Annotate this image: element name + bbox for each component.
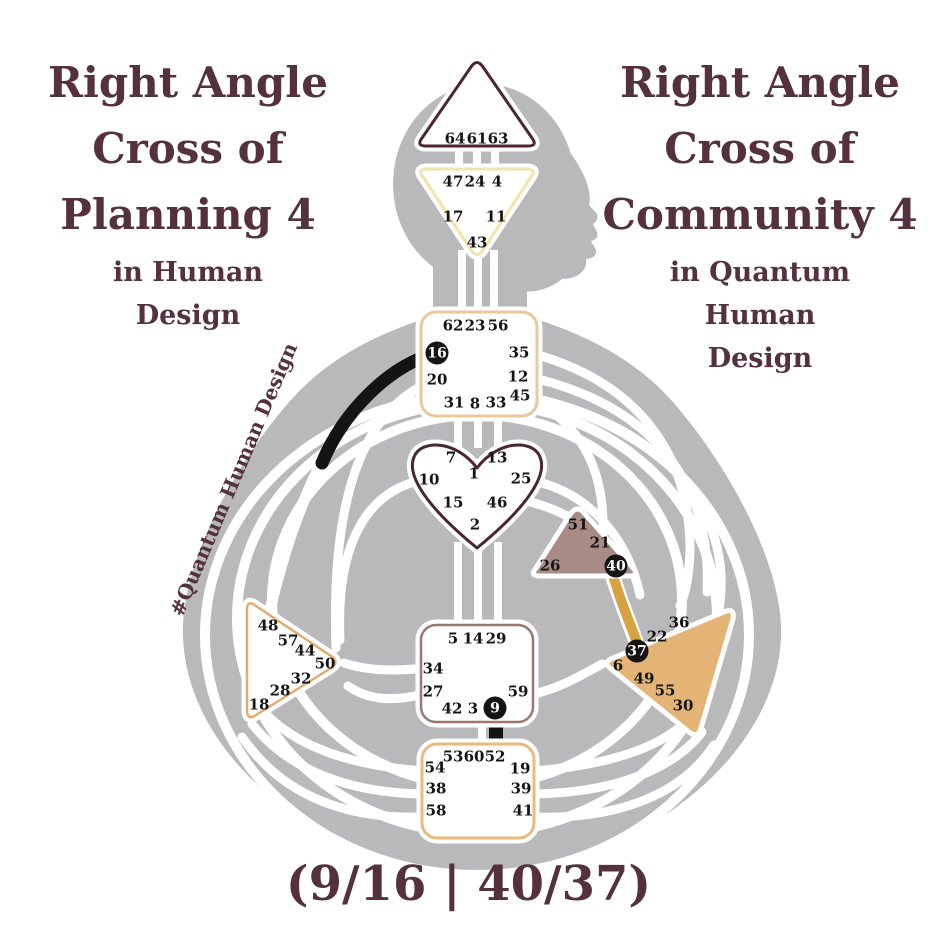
gate-64: 64 (444, 129, 466, 148)
gate-28: 28 (269, 681, 291, 700)
gate-24: 24 (464, 172, 486, 191)
gate-13: 13 (486, 448, 508, 467)
gate-46: 46 (486, 493, 508, 512)
gate-42: 42 (441, 699, 463, 718)
gate-25: 25 (510, 469, 532, 488)
gate-41: 41 (512, 801, 534, 820)
gate-34: 34 (422, 659, 444, 678)
spleen-center-shape (245, 602, 337, 719)
gate-4: 4 (491, 172, 503, 191)
gate-11: 11 (485, 207, 507, 226)
gate-21: 21 (589, 533, 611, 552)
gate-36: 36 (668, 613, 690, 632)
channel-9-52-stub (489, 726, 503, 741)
gate-57: 57 (277, 631, 299, 650)
gate-59: 59 (507, 682, 529, 701)
gate-20: 20 (426, 370, 448, 389)
gate-23: 23 (464, 316, 486, 335)
gate-44: 44 (294, 641, 316, 660)
gate-6: 6 (612, 656, 624, 675)
gate-16: 16 (425, 341, 449, 365)
gate-33: 33 (485, 393, 507, 412)
gate-62: 62 (442, 316, 464, 335)
gate-55: 55 (654, 681, 676, 700)
gate-2: 2 (469, 515, 481, 534)
gate-12: 12 (507, 367, 529, 386)
channel-16-48-black (315, 349, 433, 470)
solar-plexus-center-shape (604, 608, 736, 738)
left-title: Right Angle Cross of Planning 4 in Human… (20, 50, 356, 334)
gate-29: 29 (485, 629, 507, 648)
gate-43: 43 (466, 233, 488, 252)
g-center-shape (410, 443, 544, 550)
gate-17: 17 (442, 207, 464, 226)
gate-3: 3 (467, 699, 479, 718)
bottom-profile-label: (9/16 | 40/37) (285, 856, 652, 912)
gate-31: 31 (443, 393, 465, 412)
left-title-line1: Right Angle (48, 58, 328, 107)
gate-58: 58 (425, 801, 447, 820)
gate-19: 19 (509, 759, 531, 778)
gate-10: 10 (418, 470, 440, 489)
gate-14: 14 (462, 629, 484, 648)
gate-22: 22 (646, 627, 668, 646)
gate-47: 47 (442, 172, 464, 191)
face-profile (518, 140, 598, 292)
left-title-line2: Cross of (92, 124, 284, 173)
right-subtitle-line3: Design (707, 343, 813, 374)
root-center-shape (420, 742, 536, 840)
gate-5: 5 (447, 629, 459, 648)
right-subtitle-line1: in Quantum (669, 257, 851, 288)
gate-1: 1 (468, 464, 480, 483)
gate-7: 7 (445, 448, 457, 467)
gate-49: 49 (633, 669, 655, 688)
gate-27: 27 (422, 682, 444, 701)
gate-37: 37 (625, 639, 649, 663)
right-title: Right Angle Cross of Community 4 in Quan… (592, 50, 928, 377)
gate-50: 50 (314, 654, 336, 673)
gate-8: 8 (469, 394, 481, 413)
left-subtitle-line1: in Human (112, 257, 264, 288)
sacral-center-shape (419, 623, 535, 724)
gate-18: 18 (248, 695, 270, 714)
gate-48: 48 (257, 616, 279, 635)
throat-center-shape (419, 310, 539, 418)
gate-53: 53 (442, 747, 464, 766)
gate-56: 56 (487, 316, 509, 335)
gate-51: 51 (567, 515, 589, 534)
left-title-line3: Planning 4 (60, 190, 316, 239)
gate-60: 60 (463, 747, 485, 766)
gate-9: 9 (483, 696, 507, 720)
left-subtitle-line2: Design (135, 300, 241, 331)
right-title-line1: Right Angle (620, 58, 900, 107)
ajna-center-shape (419, 167, 535, 256)
gate-32: 32 (290, 669, 312, 688)
gate-45: 45 (509, 386, 531, 405)
gate-61: 61 (466, 129, 488, 148)
gate-30: 30 (672, 696, 694, 715)
right-title-line2: Cross of (664, 124, 856, 173)
gate-63: 63 (487, 129, 509, 148)
gate-40: 40 (604, 554, 628, 578)
gate-15: 15 (442, 493, 464, 512)
centers (241, 57, 736, 844)
head-center-shape (418, 61, 536, 148)
gate-26: 26 (539, 556, 561, 575)
right-subtitle-line2: Human (704, 300, 816, 331)
gate-35: 35 (508, 343, 530, 362)
gate-54: 54 (424, 758, 446, 777)
gate-38: 38 (425, 779, 447, 798)
right-title-line3: Community 4 (602, 190, 918, 239)
gate-39: 39 (510, 779, 532, 798)
gate-52: 52 (484, 747, 506, 766)
